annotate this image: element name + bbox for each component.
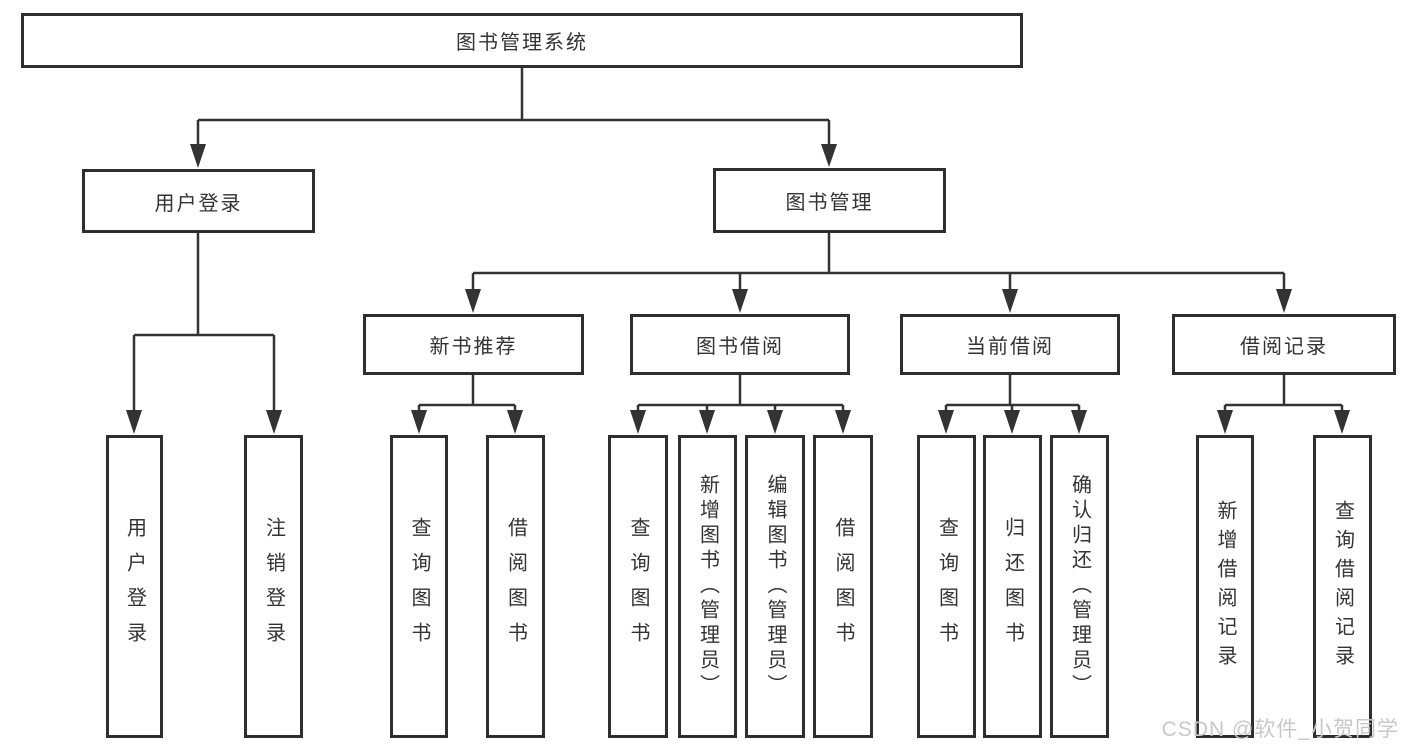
connector-root-to-level2: [190, 68, 837, 168]
root-box-library-system: 图书管理系统: [21, 13, 1023, 68]
leaf-current-query-books: 查询图书: [917, 435, 976, 738]
arrowhead-icon: [938, 410, 954, 434]
arrowhead-icon: [1002, 289, 1018, 313]
arrowhead-icon: [1217, 410, 1233, 434]
arrowhead-icon: [507, 410, 523, 434]
arrowhead-icon: [1334, 410, 1350, 434]
leaf-borrow-add-books-admin: 新增图书（管理员）: [678, 435, 737, 738]
connector-current-to-leaves: [938, 375, 1087, 434]
connector-borrow-to-leaves: [630, 375, 851, 434]
connector-bookmgmt-to-level3: [465, 233, 1292, 313]
node-current-borrow: 当前借阅: [900, 314, 1120, 375]
node-user-login: 用户登录: [82, 169, 315, 233]
leaf-record-query-borrow-record: 查询借阅记录: [1313, 435, 1372, 738]
arrowhead-icon: [699, 410, 715, 434]
leaf-borrow-borrow-books: 借阅图书: [813, 435, 873, 738]
leaf-recommend-borrow-books: 借阅图书: [486, 435, 545, 738]
node-new-book-recommend: 新书推荐: [363, 314, 584, 375]
arrowhead-icon: [126, 410, 142, 434]
arrowhead-icon: [465, 289, 481, 313]
arrowhead-icon: [411, 410, 427, 434]
connector-userlogin-to-leaves: [126, 233, 282, 434]
arrowhead-icon: [1071, 410, 1087, 434]
arrowhead-icon: [630, 410, 646, 434]
leaf-record-add-borrow-record: 新增借阅记录: [1196, 435, 1254, 738]
node-borrow-record: 借阅记录: [1172, 314, 1396, 375]
arrowhead-icon: [1004, 410, 1020, 434]
arrowhead-icon: [835, 410, 851, 434]
node-book-borrow: 图书借阅: [630, 314, 850, 375]
arrowhead-icon: [190, 144, 206, 168]
arrowhead-icon: [767, 410, 783, 434]
arrowhead-icon: [732, 289, 748, 313]
leaf-current-return-books: 归还图书: [983, 435, 1042, 738]
leaf-current-confirm-return-admin: 确认归还（管理员）: [1050, 435, 1109, 738]
connector-record-to-leaves: [1217, 375, 1350, 434]
node-book-management: 图书管理: [713, 168, 946, 233]
connector-recommend-to-leaves: [411, 375, 523, 434]
leaf-borrow-edit-books-admin: 编辑图书（管理员）: [745, 435, 805, 738]
leaf-user-login: 用户登录: [106, 435, 163, 738]
leaf-logout: 注销登录: [244, 435, 303, 738]
leaf-recommend-query-books: 查询图书: [390, 435, 448, 738]
arrowhead-icon: [266, 410, 282, 434]
arrowhead-icon: [1276, 289, 1292, 313]
leaf-borrow-query-books: 查询图书: [608, 435, 668, 738]
arrowhead-icon: [821, 144, 837, 167]
